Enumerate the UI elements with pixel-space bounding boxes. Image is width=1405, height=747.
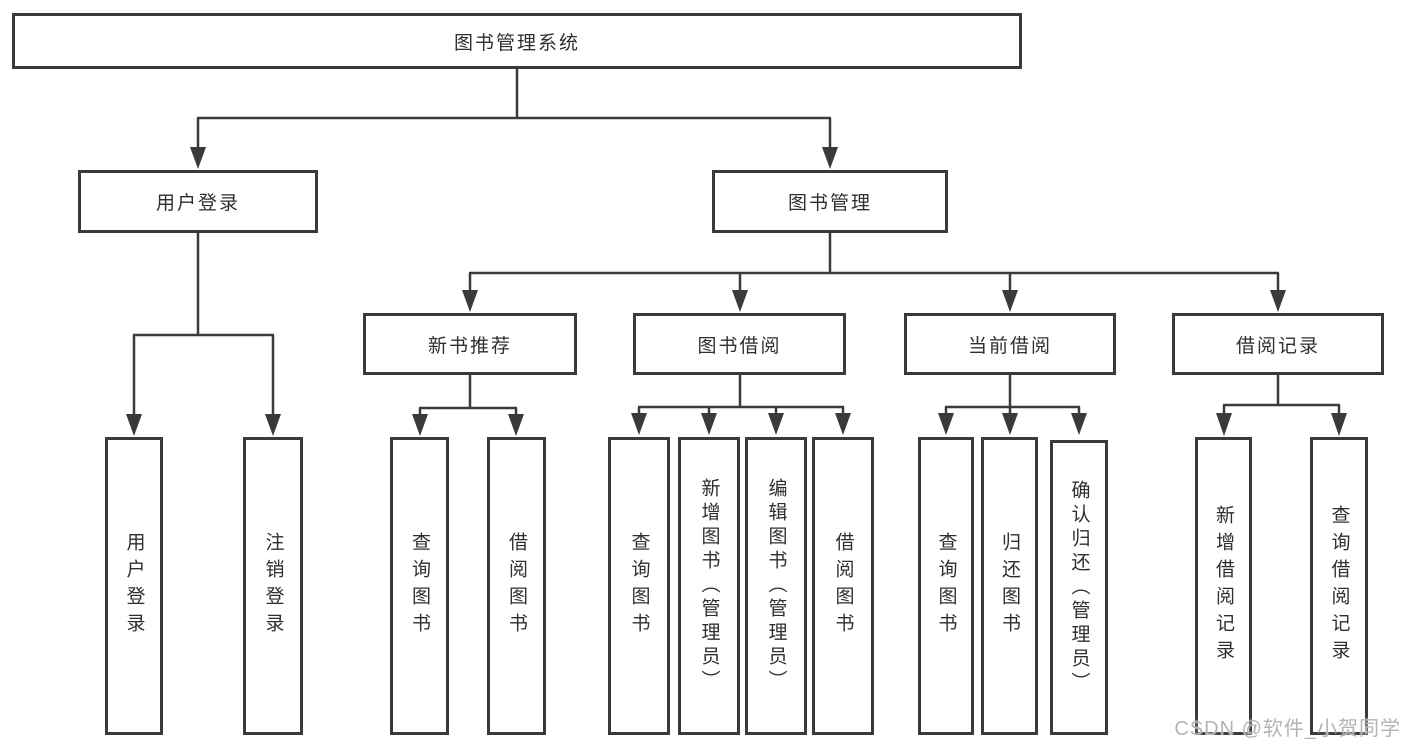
- leaf-borrow-query-books-label: 查询图书: [628, 532, 650, 640]
- leaf-rec-borrow-books: 借阅图书: [487, 437, 546, 735]
- leaf-query-borrow-record: 查询借阅记录: [1310, 437, 1368, 735]
- node-book-borrowing-label: 图书借阅: [697, 335, 782, 357]
- node-borrowing-records: 借阅记录: [1172, 313, 1384, 375]
- leaf-current-query-books: 查询图书: [918, 437, 974, 735]
- leaf-query-borrow-record-label: 查询借阅记录: [1328, 505, 1350, 667]
- watermark: CSDN @软件_小贺同学: [1174, 718, 1401, 740]
- node-root-label: 图书管理系统: [453, 32, 580, 54]
- leaf-user-login-label: 用户登录: [123, 532, 145, 640]
- leaf-logout-label: 注销登录: [262, 532, 284, 640]
- connector-borrow-to-leaves: [637, 375, 845, 415]
- leaf-add-borrow-record-label: 新增借阅记录: [1213, 505, 1234, 667]
- leaf-confirm-return-admin-label: 确认归还（管理员）: [1068, 479, 1090, 696]
- node-book-management: 图书管理: [712, 170, 948, 233]
- node-user-login-label: 用户登录: [155, 193, 240, 214]
- node-current-borrowing: 当前借阅: [904, 313, 1116, 375]
- leaf-return-books-label: 归还图书: [999, 532, 1020, 640]
- node-root: 图书管理系统: [12, 13, 1022, 69]
- leaf-borrow-books-label: 借阅图书: [832, 532, 854, 640]
- connector-userlogin-to-leaves: [132, 233, 275, 416]
- node-book-borrowing: 图书借阅: [633, 313, 846, 375]
- leaf-borrow-books: 借阅图书: [812, 437, 874, 735]
- connector-bookmgmt-to-level3: [468, 233, 1280, 293]
- leaf-logout: 注销登录: [243, 437, 303, 735]
- leaf-current-query-books-label: 查询图书: [935, 532, 957, 640]
- leaf-rec-query-books-label: 查询图书: [409, 532, 430, 640]
- leaf-confirm-return-admin: 确认归还（管理员）: [1050, 440, 1108, 735]
- connector-root-to-level2: [196, 68, 832, 150]
- leaf-rec-borrow-books-label: 借阅图书: [506, 532, 527, 640]
- connector-newrec-to-leaves: [418, 375, 518, 416]
- connector-records-to-leaves: [1222, 375, 1341, 415]
- node-user-login: 用户登录: [78, 170, 318, 233]
- node-current-borrowing-label: 当前借阅: [967, 335, 1052, 357]
- leaf-borrow-query-books: 查询图书: [608, 437, 670, 735]
- connector-current-to-leaves: [944, 375, 1081, 415]
- arrowheads: [126, 147, 1347, 436]
- node-book-management-label: 图书管理: [787, 193, 872, 214]
- leaf-user-login: 用户登录: [105, 437, 163, 735]
- leaf-add-books-admin: 新增图书（管理员）: [678, 437, 740, 735]
- leaf-edit-books-admin: 编辑图书（管理员）: [745, 437, 807, 735]
- leaf-return-books: 归还图书: [981, 437, 1038, 735]
- node-borrowing-records-label: 借阅记录: [1235, 335, 1320, 357]
- leaf-edit-books-admin-label: 编辑图书（管理员）: [765, 478, 787, 694]
- leaf-add-books-admin-label: 新增图书（管理员）: [698, 478, 720, 694]
- node-new-book-recommend-label: 新书推荐: [427, 335, 512, 357]
- node-new-book-recommend: 新书推荐: [363, 313, 577, 375]
- leaf-rec-query-books: 查询图书: [390, 437, 449, 735]
- leaf-add-borrow-record: 新增借阅记录: [1195, 437, 1252, 735]
